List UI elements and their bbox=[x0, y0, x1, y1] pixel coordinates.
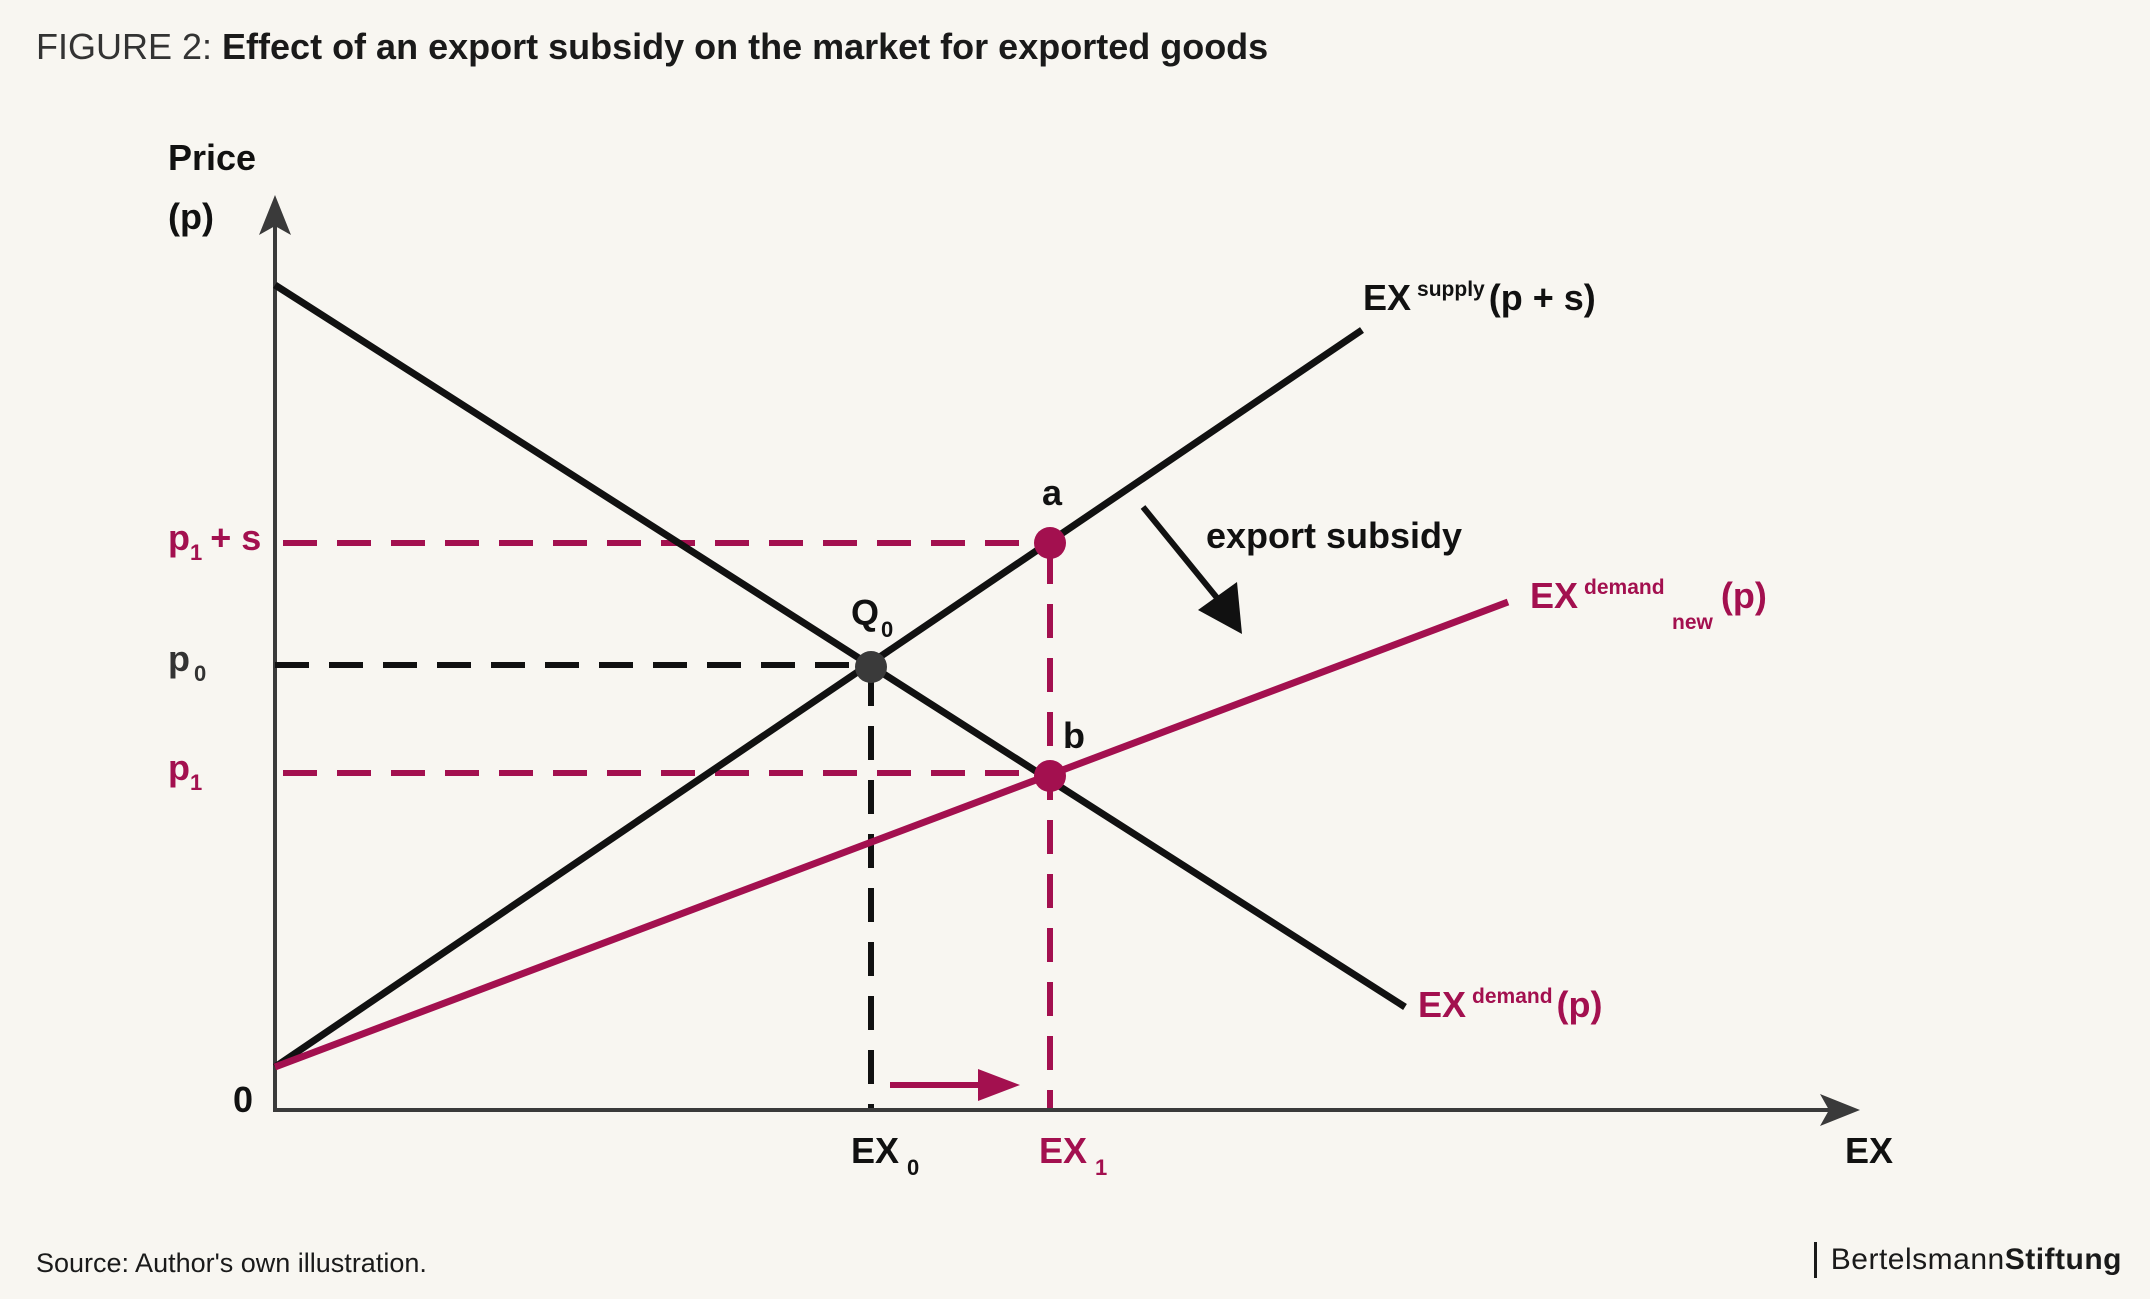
label-p1: p1 bbox=[168, 747, 202, 795]
label-a: a bbox=[1042, 472, 1063, 513]
brand-name-part1: Bertelsmann bbox=[1830, 1243, 2005, 1276]
x-axis-arrowhead bbox=[1820, 1094, 1860, 1126]
subsidy-arrow-head bbox=[1198, 582, 1242, 634]
y-axis-arrowhead bbox=[259, 195, 291, 235]
label-q0: Q0 bbox=[851, 592, 893, 642]
label-b: b bbox=[1063, 715, 1085, 756]
point-a bbox=[1034, 527, 1066, 559]
source-note: Source: Author's own illustration. bbox=[36, 1248, 427, 1278]
supply-curve bbox=[273, 327, 1364, 1070]
demand-curve bbox=[273, 282, 1407, 1010]
origin-label: 0 bbox=[233, 1079, 253, 1120]
label-export-subsidy: export subsidy bbox=[1206, 515, 1462, 556]
point-q0 bbox=[855, 651, 887, 683]
figure-title: FIGURE 2: Effect of an export subsidy on… bbox=[36, 26, 1268, 68]
shift-arrow-head bbox=[978, 1069, 1020, 1101]
x-axis-label: EX bbox=[1845, 1130, 1893, 1171]
point-b bbox=[1034, 760, 1066, 792]
figure-number: FIGURE 2: bbox=[36, 26, 213, 67]
subsidy-arrow-shaft bbox=[1140, 505, 1225, 606]
brand-logo: BertelsmannStiftung bbox=[1813, 1242, 2122, 1278]
y-axis-label-p: (p) bbox=[168, 196, 214, 237]
label-p1-plus-s: p1+ s bbox=[168, 517, 261, 565]
new-demand-curve bbox=[273, 598, 1510, 1071]
figure-title-text: Effect of an export subsidy on the marke… bbox=[222, 26, 1269, 67]
y-axis-label-price: Price bbox=[168, 137, 256, 178]
brand-name-part2: Stiftung bbox=[2004, 1243, 2122, 1276]
